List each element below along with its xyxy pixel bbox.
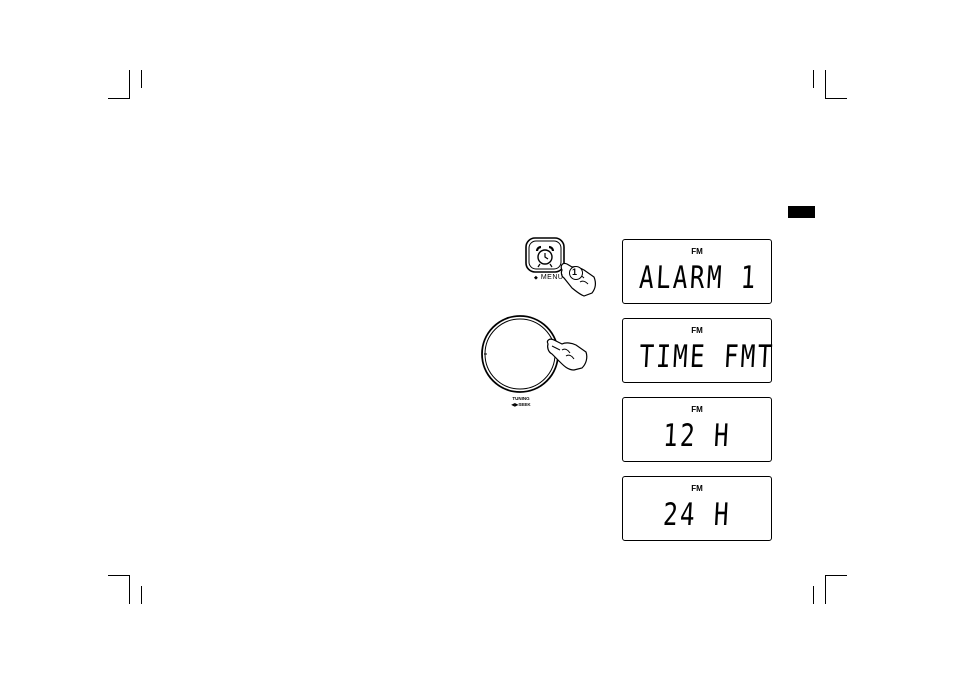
menu-bullet-icon: ◆ (534, 275, 538, 281)
band-indicator: FM (623, 405, 771, 414)
alarm-button[interactable]: 1 (524, 236, 604, 305)
lcd-display-alarm: FM ALARM 1 (622, 239, 772, 304)
lcd-display-time-format: FM TIME FMT (622, 318, 772, 383)
lcd-display-24h: FM 24 H (622, 476, 772, 541)
tuning-knob-icon (478, 312, 596, 396)
band-indicator: FM (623, 484, 771, 493)
tuning-knob-label: TUNING ◀▶SEEK (498, 396, 544, 408)
display-text: TIME FMT (638, 337, 756, 377)
band-indicator: FM (623, 247, 771, 256)
language-tab-marker (788, 206, 815, 218)
lcd-display-12h: FM 12 H (622, 397, 772, 462)
finger-number-badge: 1 (572, 267, 577, 277)
display-text: ALARM 1 (638, 258, 756, 298)
display-text: 12 H (638, 416, 756, 456)
display-text: 24 H (638, 495, 756, 535)
tuning-knob[interactable] (478, 312, 596, 401)
alarm-clock-icon (524, 236, 604, 300)
menu-button-label: ◆ MENU (534, 274, 563, 281)
band-indicator: FM (623, 326, 771, 335)
